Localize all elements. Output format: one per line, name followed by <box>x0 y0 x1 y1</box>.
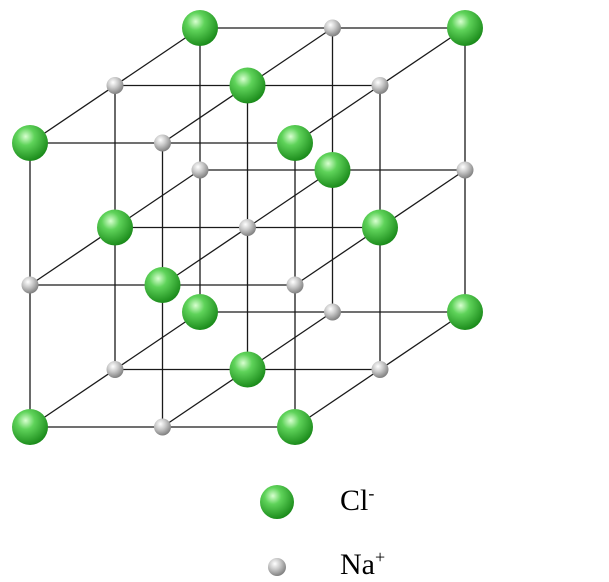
na-ion <box>191 161 209 179</box>
na-ion <box>106 77 124 94</box>
na-ion <box>106 361 124 378</box>
cl-ion <box>362 209 398 246</box>
cl-ion <box>182 294 218 330</box>
cl-ion <box>229 351 266 388</box>
na-ion <box>239 219 256 236</box>
cl-ion <box>277 125 313 161</box>
cl-ion <box>229 67 266 104</box>
na-ion <box>324 19 341 37</box>
cl-ion <box>277 409 313 445</box>
na-ion <box>154 134 171 152</box>
legend-na-marker <box>268 558 286 576</box>
cl-ion <box>314 152 351 188</box>
cl-ion <box>12 125 48 161</box>
cl-ion <box>144 267 181 303</box>
na-ion <box>154 418 171 436</box>
legend-na-label: Na+ <box>340 547 386 581</box>
na-ion <box>21 276 39 294</box>
cl-ion <box>447 294 483 330</box>
na-ion <box>371 361 389 378</box>
na-ion <box>324 303 341 321</box>
na-ion <box>371 77 389 94</box>
cl-ion <box>182 10 218 46</box>
na-ion <box>456 161 474 179</box>
na-ion <box>286 276 304 294</box>
lattice-atoms <box>12 10 483 445</box>
cl-ion <box>447 10 483 46</box>
legend-cl-marker <box>260 485 294 519</box>
legend-cl-label: Cl- <box>340 483 375 517</box>
cl-ion <box>97 209 133 246</box>
cl-ion <box>12 409 48 445</box>
